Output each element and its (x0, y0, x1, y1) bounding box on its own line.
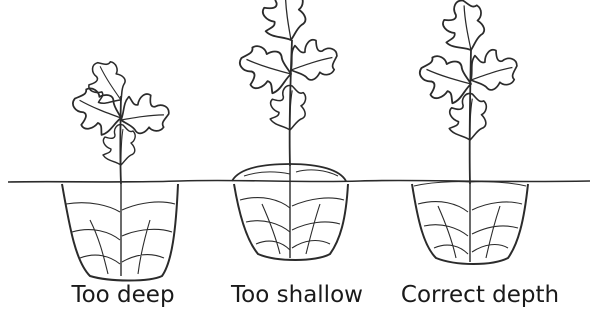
too-deep-hole (62, 184, 178, 281)
too-deep-planting (62, 55, 178, 281)
correct-depth-planting (412, 0, 528, 264)
caption-correct-depth: Correct depth (401, 284, 559, 307)
ground-line (8, 180, 590, 182)
caption-too-deep: Too deep (71, 284, 174, 307)
too-shallow-planting (232, 0, 348, 260)
caption-too-shallow: Too shallow (231, 284, 363, 307)
